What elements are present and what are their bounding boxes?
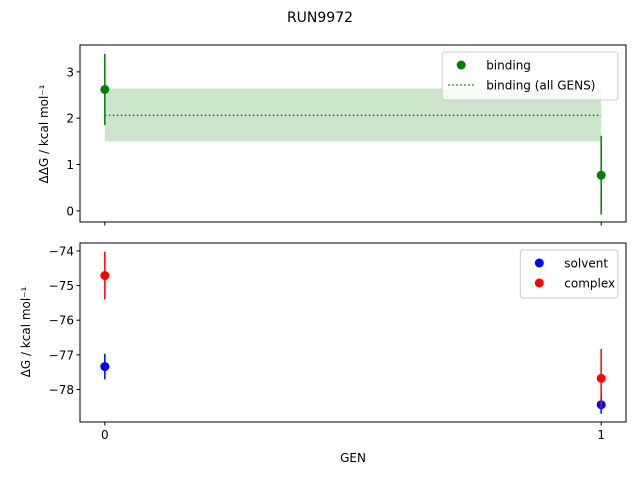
axes-frame <box>79 44 627 223</box>
bottom-panel: −78 −77 −76 −75 −74 0 1 solvent complex <box>49 242 627 442</box>
data-point-binding <box>100 84 110 94</box>
legend-label: binding <box>486 59 531 73</box>
y-tick-label: −75 <box>49 279 74 293</box>
legend-label: solvent <box>564 257 608 271</box>
y-tick-label: 3 <box>66 65 74 79</box>
legend-marker-complex <box>534 278 544 288</box>
y-tick-label: −78 <box>49 383 74 397</box>
legend-box <box>441 51 619 101</box>
legend-label: binding (all GENS) <box>486 79 595 93</box>
y-tick-label: 0 <box>66 204 74 218</box>
data-point-complex <box>100 271 110 281</box>
data-point-complex <box>596 373 606 383</box>
legend-marker-binding <box>456 60 466 70</box>
y-tick-label: 1 <box>66 158 74 172</box>
y-tick-label: −76 <box>49 314 74 328</box>
top-ylabel: ΔΔG / kcal mol⁻¹ <box>37 84 51 183</box>
x-tick-label: 0 <box>101 428 109 442</box>
y-tick-label: 2 <box>66 112 74 126</box>
legend-box <box>519 249 619 299</box>
legend-marker-solvent <box>534 258 544 268</box>
bottom-ylabel: ΔG / kcal mol⁻¹ <box>19 286 33 377</box>
data-point-solvent <box>100 362 110 372</box>
legend-label: complex <box>564 277 615 291</box>
chart-title: RUN9972 <box>287 10 353 26</box>
top-panel: 0 1 2 3 binding binding (all GENS) <box>66 44 627 226</box>
y-tick-label: −77 <box>49 348 74 362</box>
x-tick-label: 1 <box>597 428 605 442</box>
data-point-binding <box>596 170 606 180</box>
bottom-xlabel: GEN <box>340 451 366 465</box>
y-tick-label: −74 <box>49 244 74 258</box>
axes-frame <box>79 242 627 423</box>
